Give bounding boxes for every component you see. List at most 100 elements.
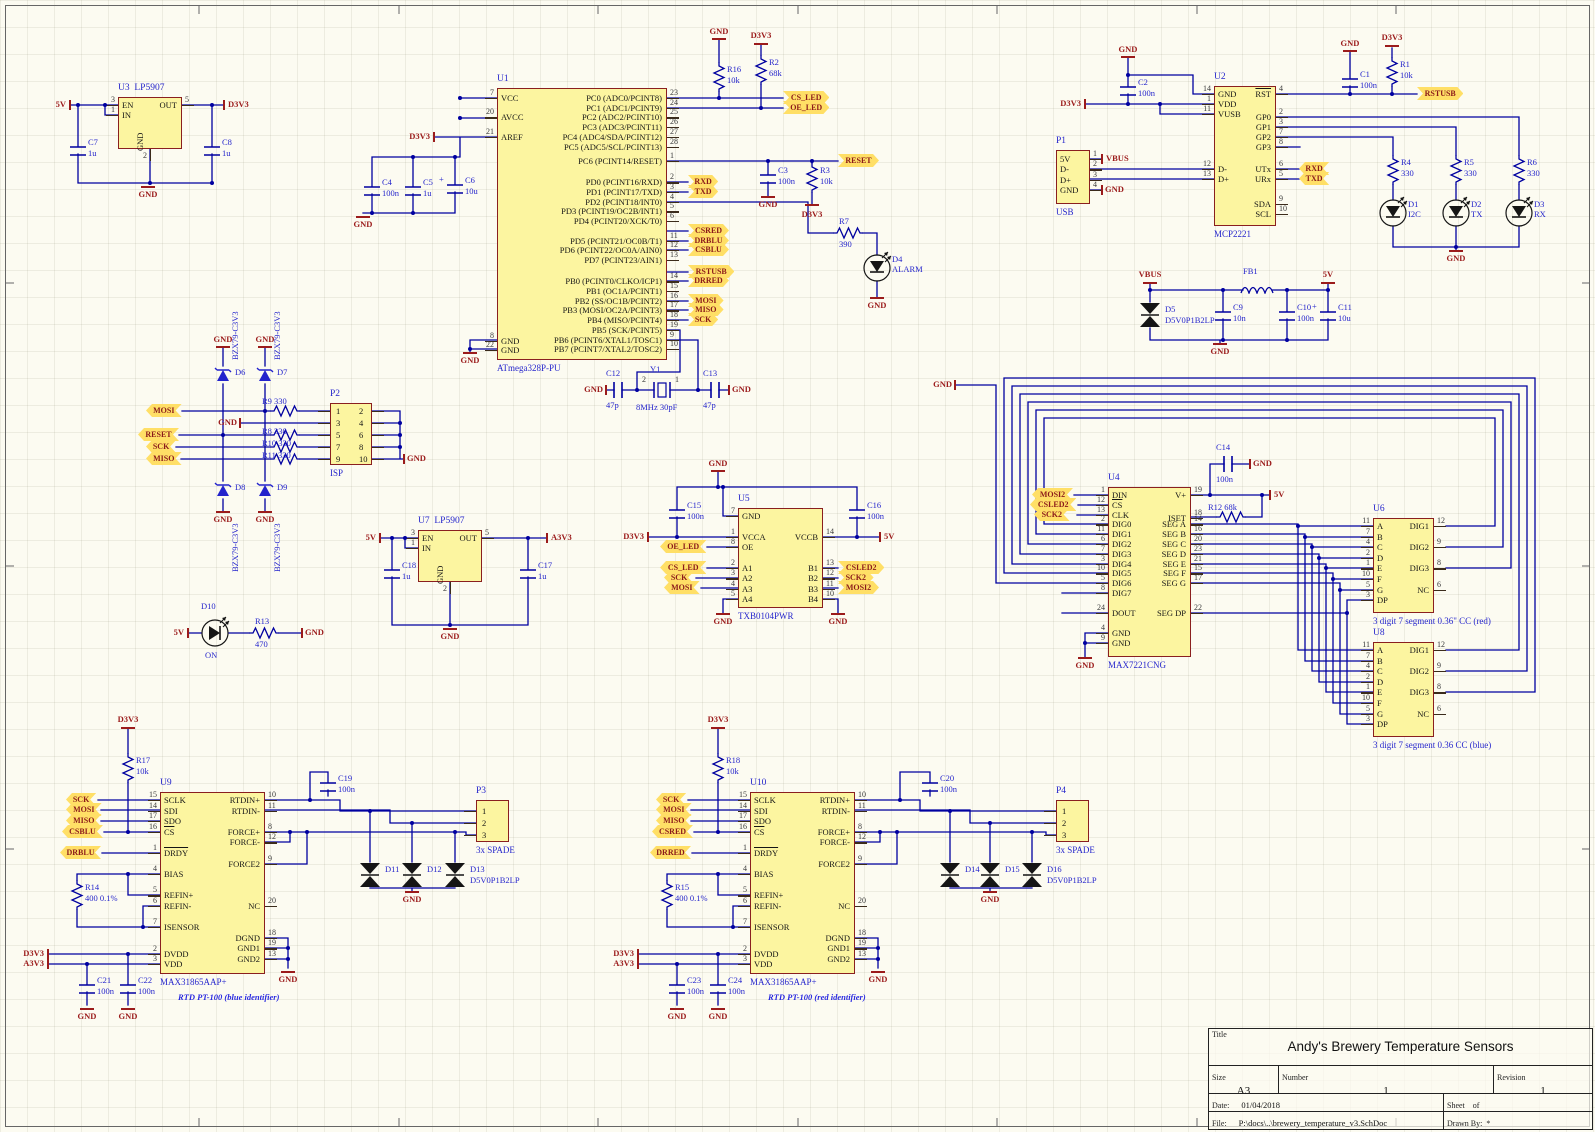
net-flag-MISO[interactable]: MISO — [688, 303, 724, 316]
ic-U7[interactable] — [418, 530, 482, 582]
gnd-port[interactable]: GND — [353, 219, 373, 229]
capacitor-C17[interactable] — [520, 567, 536, 579]
net-flag-SCK[interactable]: SCK — [146, 440, 176, 453]
power-port-5V[interactable]: 5V — [884, 531, 895, 541]
zener-D9[interactable] — [255, 480, 275, 500]
ic-U1[interactable] — [497, 88, 667, 360]
capacitor-C22[interactable] — [120, 982, 136, 994]
capacitor-C12[interactable] — [612, 382, 624, 398]
ic-U4[interactable] — [1108, 487, 1191, 657]
connector-P2[interactable] — [330, 403, 372, 465]
net-flag-MISO[interactable]: MISO — [66, 814, 102, 827]
tvs-diode-D12[interactable] — [398, 860, 426, 890]
net-flag-CSRED[interactable]: CSRED — [652, 825, 693, 838]
gnd-port[interactable]: GND — [118, 1011, 138, 1021]
power-port-D3V3[interactable]: D3V3 — [1381, 32, 1403, 42]
power-port-5V[interactable]: 5V — [55, 99, 66, 109]
tvs-diode-D11[interactable] — [356, 860, 384, 890]
capacitor-C19[interactable] — [320, 780, 336, 792]
capacitor-C7[interactable] — [70, 144, 86, 156]
gnd-port[interactable]: GND — [867, 300, 887, 310]
gnd-port[interactable]: GND — [305, 627, 324, 637]
gnd-port[interactable]: GND — [709, 26, 729, 36]
capacitor-C5[interactable] — [405, 184, 421, 196]
gnd-port[interactable]: GND — [708, 458, 728, 468]
capacitor-C4[interactable] — [364, 184, 380, 196]
net-flag-SCK2[interactable]: SCK2 — [838, 571, 874, 584]
capacitor-C13[interactable] — [709, 382, 721, 398]
led-D2[interactable] — [1439, 196, 1473, 230]
capacitor-C6[interactable] — [447, 182, 463, 194]
resistor-R6[interactable] — [1512, 155, 1526, 185]
resistor-R8[interactable] — [270, 428, 300, 442]
power-port-A3V3[interactable]: A3V3 — [551, 532, 572, 542]
net-flag-MOSI2[interactable]: MOSI2 — [1032, 488, 1073, 501]
net-flag-OE_LED[interactable]: OE_LED — [660, 540, 706, 553]
tvs-diode-D14[interactable] — [936, 860, 964, 890]
gnd-port[interactable]: GND — [77, 1011, 97, 1021]
gnd-port[interactable]: GND — [1075, 660, 1095, 670]
resistor-R13[interactable] — [249, 626, 279, 640]
ic-U10[interactable] — [750, 792, 855, 974]
capacitor-C3[interactable] — [760, 172, 776, 184]
connector-P3[interactable] — [476, 800, 509, 842]
net-flag-RESET[interactable]: RESET — [838, 154, 879, 167]
resistor-R15[interactable] — [660, 880, 674, 910]
ic-U2[interactable] — [1214, 86, 1276, 226]
gnd-port[interactable]: GND — [758, 199, 778, 209]
resistor-R17[interactable] — [121, 753, 135, 783]
gnd-port[interactable]: GND — [708, 1011, 728, 1021]
led-D4[interactable] — [860, 251, 894, 285]
gnd-port[interactable]: GND — [1340, 38, 1360, 48]
gnd-port[interactable]: GND — [1105, 184, 1124, 194]
capacitor-C23[interactable] — [669, 982, 685, 994]
tvs-diode-D13[interactable] — [441, 860, 469, 890]
led-D1[interactable] — [1376, 196, 1410, 230]
net-flag-RXD[interactable]: RXD — [688, 175, 718, 188]
net-flag-MOSI2[interactable]: MOSI2 — [838, 581, 879, 594]
resistor-R18[interactable] — [711, 753, 725, 783]
power-port-D3V3[interactable]: D3V3 — [117, 714, 139, 724]
resistor-R12[interactable] — [1216, 510, 1246, 524]
connector-P4[interactable] — [1056, 800, 1089, 842]
capacitor-C2[interactable] — [1120, 84, 1136, 96]
ic-U5[interactable] — [738, 508, 823, 608]
gnd-port[interactable]: GND — [440, 631, 460, 641]
power-port-VBUS[interactable]: VBUS — [1138, 269, 1162, 279]
tvs-diode-D16[interactable] — [1018, 860, 1046, 890]
gnd-port[interactable]: GND — [1210, 346, 1230, 356]
led-D3[interactable] — [1502, 196, 1536, 230]
net-flag-SCK[interactable]: SCK — [656, 793, 686, 806]
resistor-R16[interactable] — [712, 62, 726, 92]
resistor-R3[interactable] — [805, 163, 819, 193]
gnd-port[interactable]: GND — [1118, 44, 1138, 54]
net-flag-MOSI[interactable]: MOSI — [664, 581, 700, 594]
net-flag-SCK[interactable]: SCK — [664, 571, 694, 584]
capacitor-C1[interactable] — [1342, 76, 1358, 88]
power-port-D3V3[interactable]: D3V3 — [23, 948, 44, 958]
net-flag-MOSI[interactable]: MOSI — [656, 803, 692, 816]
zener-D8[interactable] — [213, 480, 233, 500]
net-flag-RESET[interactable]: RESET — [138, 428, 179, 441]
ic-U9[interactable] — [160, 792, 265, 974]
power-port-D3V3[interactable]: D3V3 — [613, 948, 634, 958]
power-port-5V[interactable]: 5V — [365, 532, 376, 542]
power-port-D3V3[interactable]: D3V3 — [750, 30, 772, 40]
power-port-5V[interactable]: 5V — [1274, 489, 1285, 499]
resistor-R2[interactable] — [754, 55, 768, 85]
gnd-port[interactable]: GND — [980, 894, 1000, 904]
net-flag-SCK[interactable]: SCK — [688, 313, 718, 326]
ic-P1[interactable] — [1056, 150, 1090, 204]
power-port-5V[interactable]: 5V — [173, 627, 184, 637]
capacitor-C18[interactable] — [384, 567, 400, 579]
power-port-A3V3[interactable]: A3V3 — [23, 958, 44, 968]
net-flag-MOSI[interactable]: MOSI — [66, 803, 102, 816]
net-flag-DRRED[interactable]: DRRED — [688, 274, 729, 287]
capacitor-C11[interactable] — [1320, 309, 1336, 321]
resistor-R9[interactable] — [270, 404, 300, 418]
capacitor-C10[interactable] — [1279, 309, 1295, 321]
power-port-5V[interactable]: 5V — [1322, 269, 1334, 279]
zener-D6[interactable] — [213, 365, 233, 385]
crystal-Y1[interactable] — [642, 379, 682, 401]
gnd-port[interactable]: GND — [828, 616, 848, 626]
